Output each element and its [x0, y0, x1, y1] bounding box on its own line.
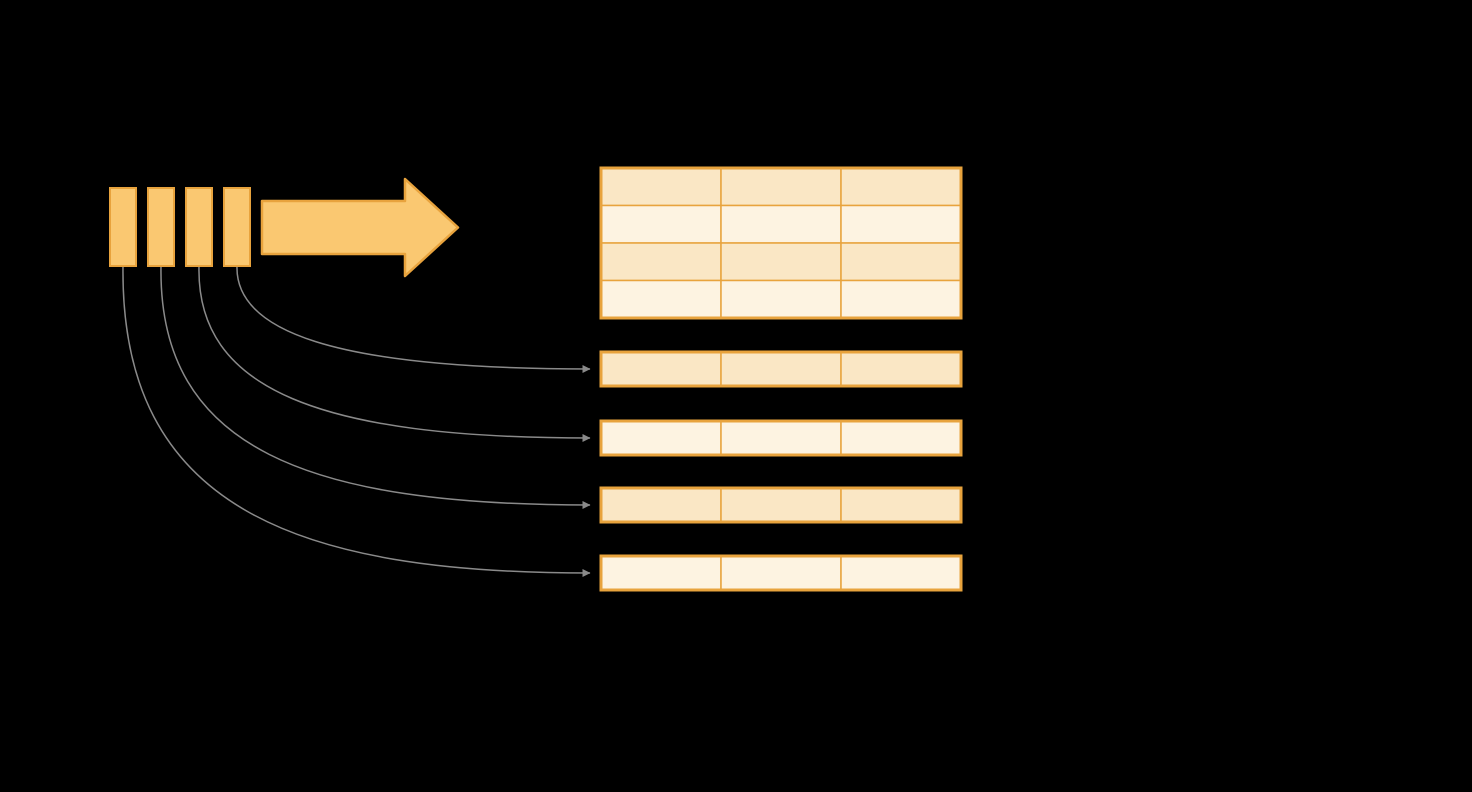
main-table-cell-r1c1 — [600, 167, 722, 207]
connector-group — [122, 265, 591, 577]
row-table-4-cell-3 — [840, 555, 962, 591]
row-table-3 — [599, 486, 963, 524]
row-table-3-cell-1 — [600, 487, 722, 523]
main-table — [599, 166, 963, 320]
row-table-1-cell-1 — [600, 351, 722, 387]
main-table-cell-r3c2 — [720, 242, 842, 282]
token-bar-1 — [109, 187, 137, 267]
connector-arrow-4 — [236, 265, 591, 373]
row-table-2-cell-1 — [600, 420, 722, 456]
row-table-2-border — [599, 419, 963, 457]
main-table-cell-r4c1 — [600, 279, 722, 319]
row-table-2 — [599, 419, 963, 457]
row-table-1-border — [599, 350, 963, 388]
row-table-2-cell-3 — [840, 420, 962, 456]
main-table-border — [599, 166, 963, 320]
main-table-cell-r1c2 — [720, 167, 842, 207]
main-table-cell-r1c3 — [840, 167, 962, 207]
row-table-2-cell-2 — [720, 420, 842, 456]
main-table-cell-r3c1 — [600, 242, 722, 282]
main-table-cell-r2c2 — [720, 204, 842, 244]
main-table-cell-r4c2 — [720, 279, 842, 319]
row-table-1-cell-3 — [840, 351, 962, 387]
row-table-4-cell-2 — [720, 555, 842, 591]
row-table-1 — [599, 350, 963, 388]
row-table-4-cell-1 — [600, 555, 722, 591]
connector-arrow-3 — [198, 265, 591, 442]
row-table-4 — [599, 554, 963, 592]
row-table-3-cell-3 — [840, 487, 962, 523]
main-table-cell-r2c1 — [600, 204, 722, 244]
row-table-3-border — [599, 486, 963, 524]
row-table-3-cell-2 — [720, 487, 842, 523]
row-table-1-cell-2 — [720, 351, 842, 387]
flow-arrow — [260, 177, 460, 278]
token-bar-group — [109, 187, 251, 267]
token-bar-4 — [223, 187, 251, 267]
main-table-cell-r4c3 — [840, 279, 962, 319]
main-table-cell-r2c3 — [840, 204, 962, 244]
row-table-4-border — [599, 554, 963, 592]
main-table-cell-r3c3 — [840, 242, 962, 282]
token-bar-2 — [147, 187, 175, 267]
connector-arrow-1 — [122, 265, 591, 577]
token-bar-3 — [185, 187, 213, 267]
connector-arrow-2 — [160, 265, 591, 509]
